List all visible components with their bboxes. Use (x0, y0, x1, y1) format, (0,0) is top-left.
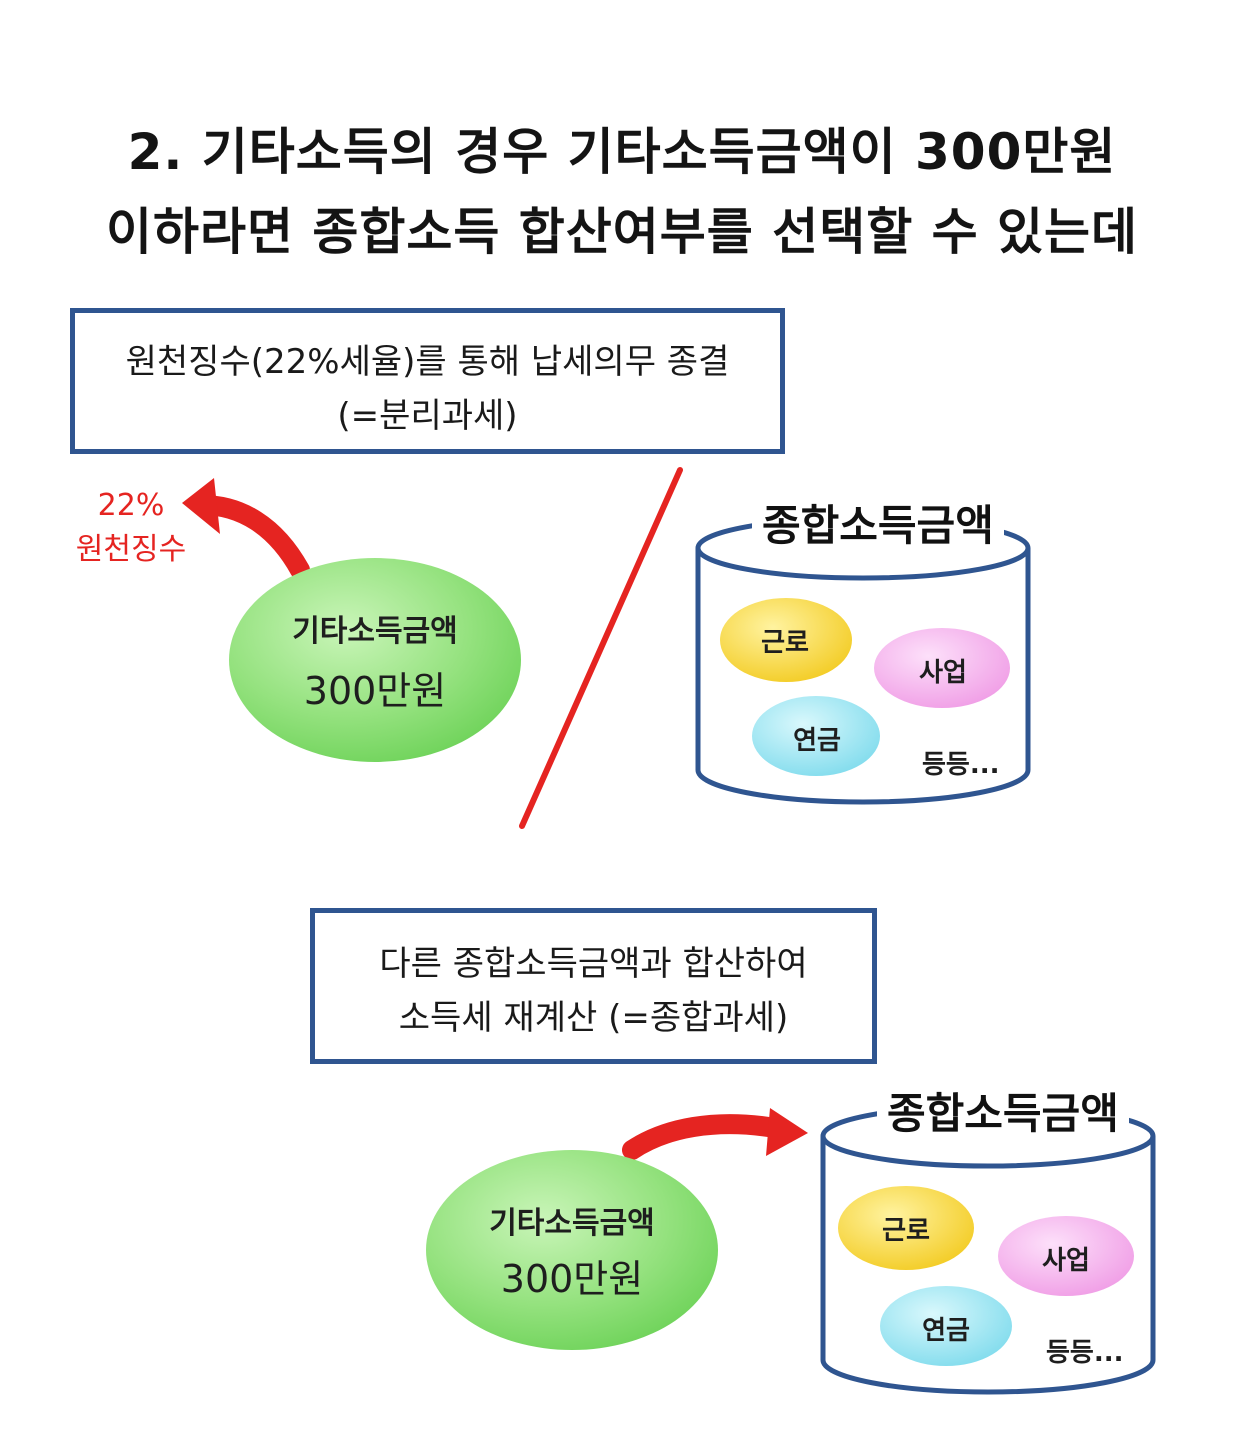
withholding-arrow (182, 478, 310, 580)
title-line-1: 2. 기타소득의 경우 기타소득금액이 300만원 (127, 123, 1117, 181)
combined-box-line-1: 다른 종합소득금액과 합산하여 (379, 944, 808, 984)
pill-labor-bottom-label: 근로 (882, 1216, 930, 1246)
pill-pension-top (752, 696, 880, 776)
pill-labor-bottom (838, 1186, 974, 1270)
pill-labor-top (720, 598, 852, 682)
combined-taxation-box: 다른 종합소득금액과 합산하여 소득세 재계산 (=종합과세) (310, 908, 877, 1064)
pill-pension-bottom (880, 1286, 1012, 1366)
bucket-top-title: 종합소득금액 (752, 492, 1004, 553)
blob-top-amount: 300만원 (303, 669, 447, 713)
separate-box-line-2: (=분리과세) (337, 396, 518, 437)
other-income-blob-bottom (426, 1150, 718, 1350)
pill-business-bottom-label: 사업 (1042, 1246, 1090, 1276)
title-line-2: 이하라면 종합소득 합산여부를 선택할 수 있는데 (105, 203, 1139, 261)
blob-bottom-amount: 300만원 (500, 1257, 644, 1301)
separate-box-line-1: 원천징수(22%세율)를 통해 납세의무 종결 (125, 342, 730, 382)
other-income-blob-top (229, 558, 521, 762)
combined-box-line-2: 소득세 재계산 (=종합과세) (398, 998, 789, 1039)
withholding-label: 22% 원천징수 (66, 484, 196, 571)
blob-bottom-label: 기타소득금액 (489, 1206, 655, 1241)
pill-business-top (874, 628, 1010, 708)
pill-labor-top-label: 근로 (761, 628, 809, 658)
withholding-text: 원천징수 (75, 531, 187, 567)
bucket-top-etc: 등등... (922, 750, 1000, 780)
bucket-bottom-title: 종합소득금액 (877, 1080, 1129, 1141)
combine-arrow (622, 1108, 808, 1160)
pill-business-top-label: 사업 (919, 658, 967, 688)
pill-pension-bottom-label: 연금 (922, 1316, 970, 1346)
pill-business-bottom (998, 1216, 1134, 1296)
pill-pension-top-label: 연금 (793, 726, 841, 756)
divider-line (519, 467, 683, 829)
separate-taxation-box: 원천징수(22%세율)를 통해 납세의무 종결 (=분리과세) (70, 308, 785, 454)
blob-top-label: 기타소득금액 (292, 614, 458, 649)
bucket-bottom-etc: 등등... (1046, 1338, 1124, 1368)
withholding-rate: 22% (97, 488, 165, 523)
